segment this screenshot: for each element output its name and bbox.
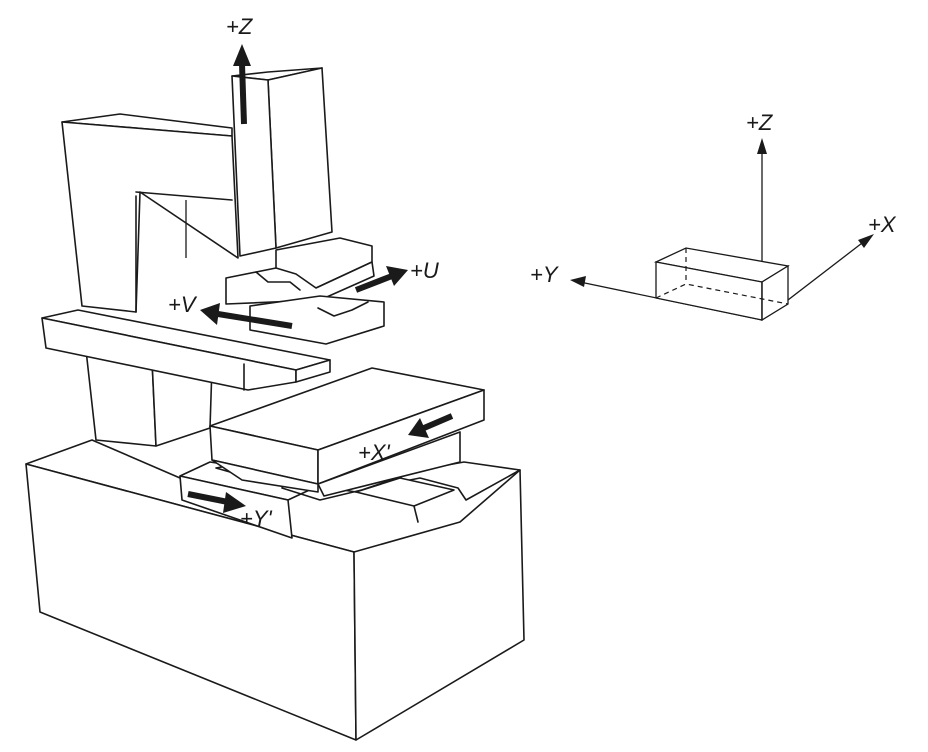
- upper-arm: [41, 309, 331, 391]
- label-workpiece-z: +Z: [746, 110, 774, 135]
- table-under-front: [211, 459, 319, 493]
- arrow-u: [354, 266, 408, 293]
- label-u: +U: [410, 258, 439, 283]
- label-x-prime: +X': [358, 440, 391, 465]
- ram-front-face: [231, 75, 277, 257]
- arrow-y-prime: [187, 491, 246, 513]
- head-v-groove: [317, 301, 369, 317]
- column-throat-top: [135, 191, 233, 201]
- label-workpiece-y: +Y: [530, 262, 559, 287]
- workpiece-hidden-edges: [655, 283, 789, 305]
- table-under-side: [317, 431, 461, 497]
- label-y-prime: +Y': [240, 506, 273, 531]
- x-prime-table: [209, 367, 485, 497]
- saddle-rail-edge: [413, 505, 419, 523]
- uv-head: [225, 237, 385, 345]
- label-z: +Z: [226, 14, 254, 39]
- head-v-slide: [249, 295, 385, 345]
- z-ram: [231, 67, 333, 257]
- head-u-slide: [225, 261, 375, 305]
- arm-end-face: [295, 359, 331, 383]
- axis-arrow-z: [757, 138, 767, 154]
- arrow-z: [233, 44, 251, 125]
- machine-column: [61, 113, 239, 447]
- base-side-face: [353, 469, 525, 741]
- table-side-face: [317, 389, 485, 485]
- ram-side-face: [267, 67, 333, 249]
- arrow-v: [200, 303, 293, 329]
- column-front-face: [61, 121, 239, 313]
- label-workpiece-x: +X: [868, 212, 897, 237]
- axis-arrow-x: [858, 234, 874, 248]
- workpiece-coordinate-system: [570, 138, 874, 322]
- arrow-x-prime: [408, 413, 454, 438]
- saddle-rail-right: [355, 477, 455, 507]
- axis-arrow-y: [570, 276, 586, 287]
- arm-front-face: [41, 317, 297, 391]
- label-v: +V: [168, 292, 198, 317]
- head-u-groove: [255, 271, 301, 291]
